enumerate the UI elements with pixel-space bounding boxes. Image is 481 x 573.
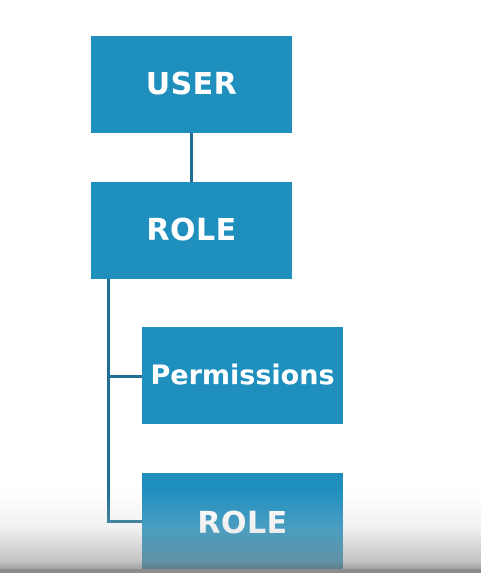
role-node-label: ROLE xyxy=(146,213,237,248)
user-node: USER xyxy=(91,36,292,133)
user-node-label: USER xyxy=(145,67,238,102)
connector-user-role xyxy=(190,133,193,182)
permissions-node: Permissions xyxy=(142,327,343,424)
child-role-node-label: ROLE xyxy=(197,505,288,541)
bottom-edge-bar xyxy=(0,569,481,573)
role-node: ROLE xyxy=(91,182,292,279)
connector-role-trunk xyxy=(107,279,110,522)
child-role-node: ROLE xyxy=(142,473,343,573)
connector-role-child-role xyxy=(107,520,142,523)
connector-role-permissions xyxy=(107,375,142,378)
permissions-node-label: Permissions xyxy=(150,360,335,391)
